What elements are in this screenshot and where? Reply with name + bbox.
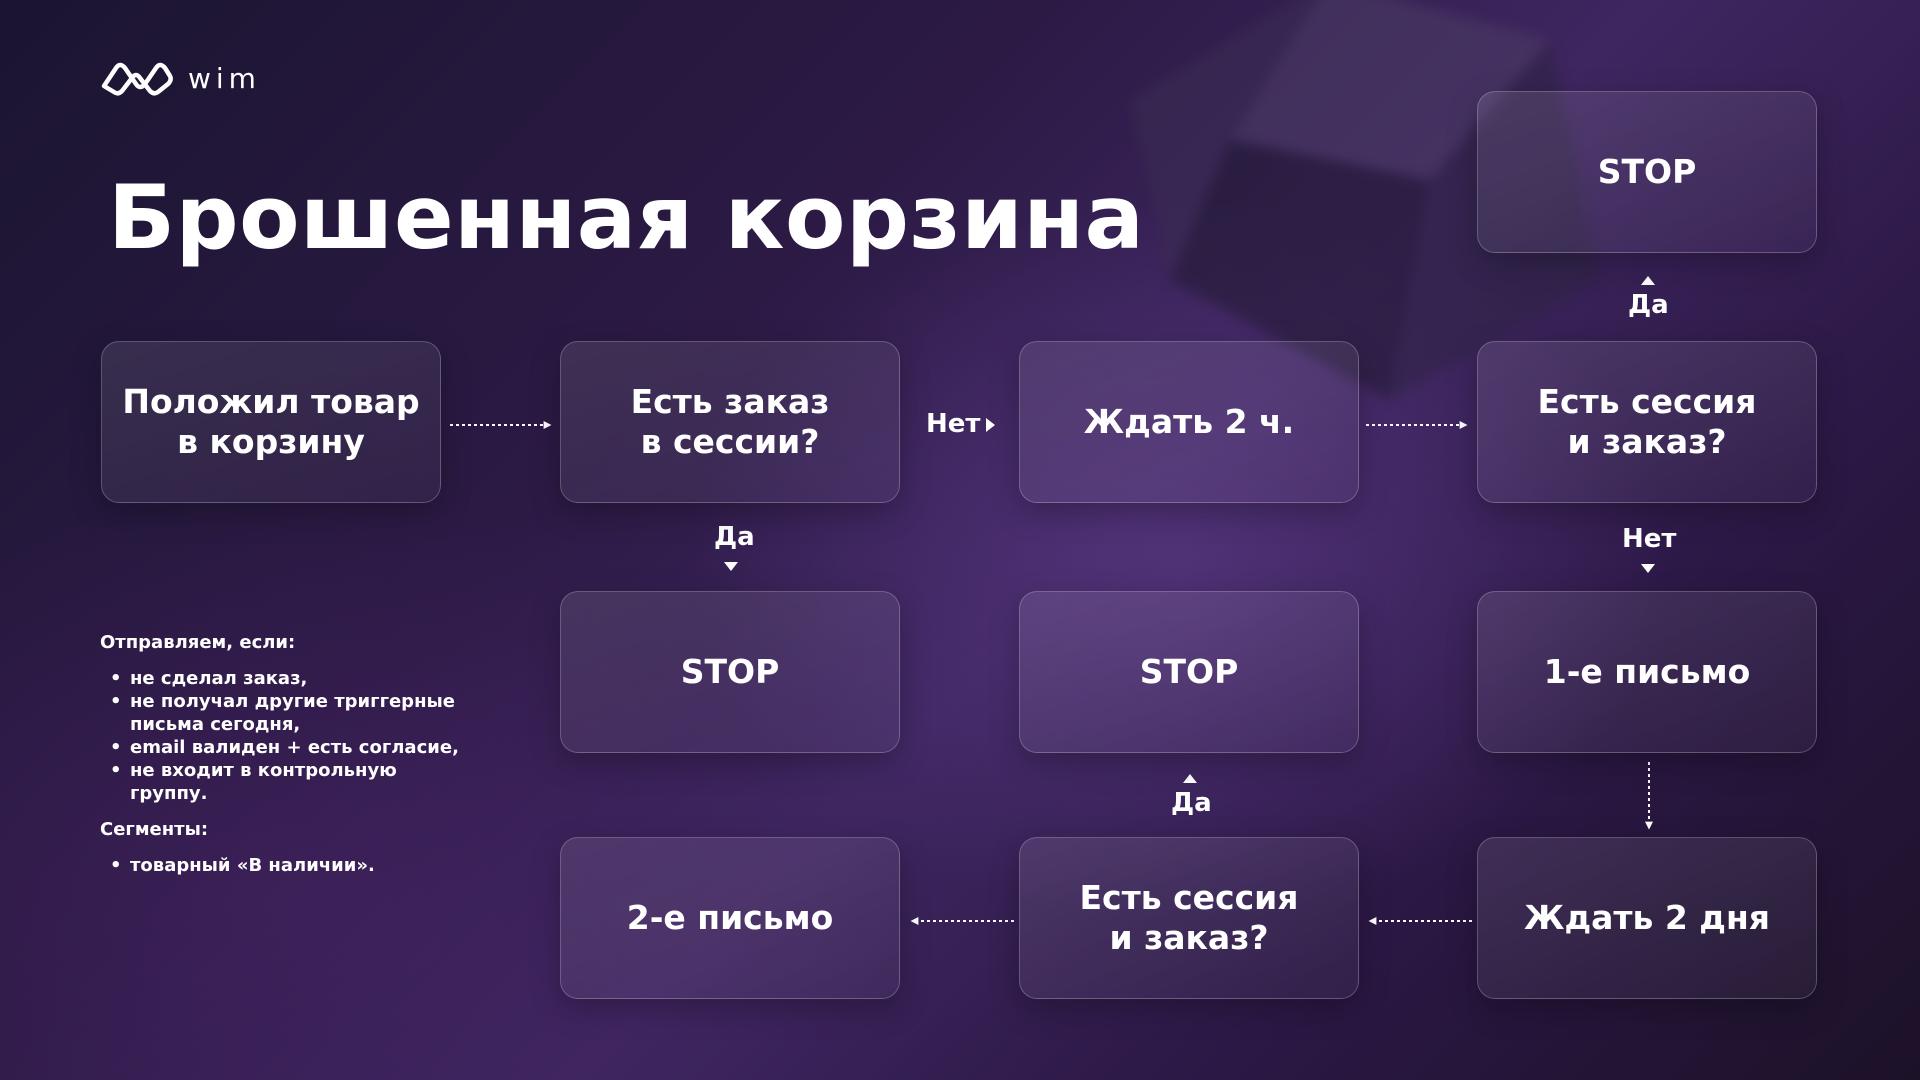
node-label: 1-е письмо [1543,652,1751,691]
node-stop-2: STOP [1019,591,1359,753]
list-item: товарный «В наличии». [100,854,480,877]
node-label: STOP [680,652,780,691]
arrow-no2-head [1641,564,1655,573]
node-stop-top: STOP [1477,91,1817,253]
arrow-yes1-head [724,562,738,571]
brand-logo: wim [98,58,261,98]
send-if-heading: Отправляем, если: [100,632,296,653]
edge-label-yes-1: Да [714,522,755,552]
edge-label-yes-top: Да [1628,290,1669,320]
node-email-1: 1-е письмо [1477,591,1817,753]
node-order-in-session: Есть заказ в сессии? [560,341,900,503]
wim-logo-icon [101,62,173,96]
list-item: email валиден + есть согласие, [100,736,480,759]
node-stop-1: STOP [560,591,900,753]
edge-label-no-1: Нет [926,409,981,439]
node-label: Есть заказ в сессии? [630,382,830,461]
node-session-and-order-2: Есть сессия и заказ? [1019,837,1359,999]
node-label: 2-е письмо [626,898,834,937]
node-wait-2d: Ждать 2 дня [1477,837,1817,999]
edge-label-no-2: Нет [1622,524,1677,554]
node-label: STOP [1597,152,1697,191]
arrow-no1-head [986,418,995,432]
node-session-and-order-1: Есть сессия и заказ? [1477,341,1817,503]
node-email-2: 2-е письмо [560,837,900,999]
arrow-yes2-head [1183,774,1197,783]
edge-label-yes-2: Да [1171,788,1212,818]
list-item: не входит в контрольную группу. [100,759,480,805]
node-label: Ждать 2 ч. [1083,402,1295,441]
node-label: STOP [1139,652,1239,691]
node-label: Есть сессия и заказ? [1537,382,1757,461]
segments-list: товарный «В наличии». [100,854,480,877]
logo-text: wim [188,61,261,95]
list-item: не сделал заказ, [100,667,480,690]
node-wait-2h: Ждать 2 ч. [1019,341,1359,503]
list-item: не получал другие триггерные письма сего… [100,690,480,736]
conditions-panel: Отправляем, если: не сделал заказ, не по… [100,632,480,891]
page-title: Брошенная корзина [108,166,1145,269]
arrow-yestop-head [1641,276,1655,285]
node-label: Положил товар в корзину [122,382,420,461]
send-if-list: не сделал заказ, не получал другие тригг… [100,667,480,805]
node-label: Ждать 2 дня [1524,898,1770,937]
node-label: Есть сессия и заказ? [1079,878,1299,957]
segments-heading: Сегменты: [100,819,209,840]
node-put-in-cart: Положил товар в корзину [101,341,441,503]
